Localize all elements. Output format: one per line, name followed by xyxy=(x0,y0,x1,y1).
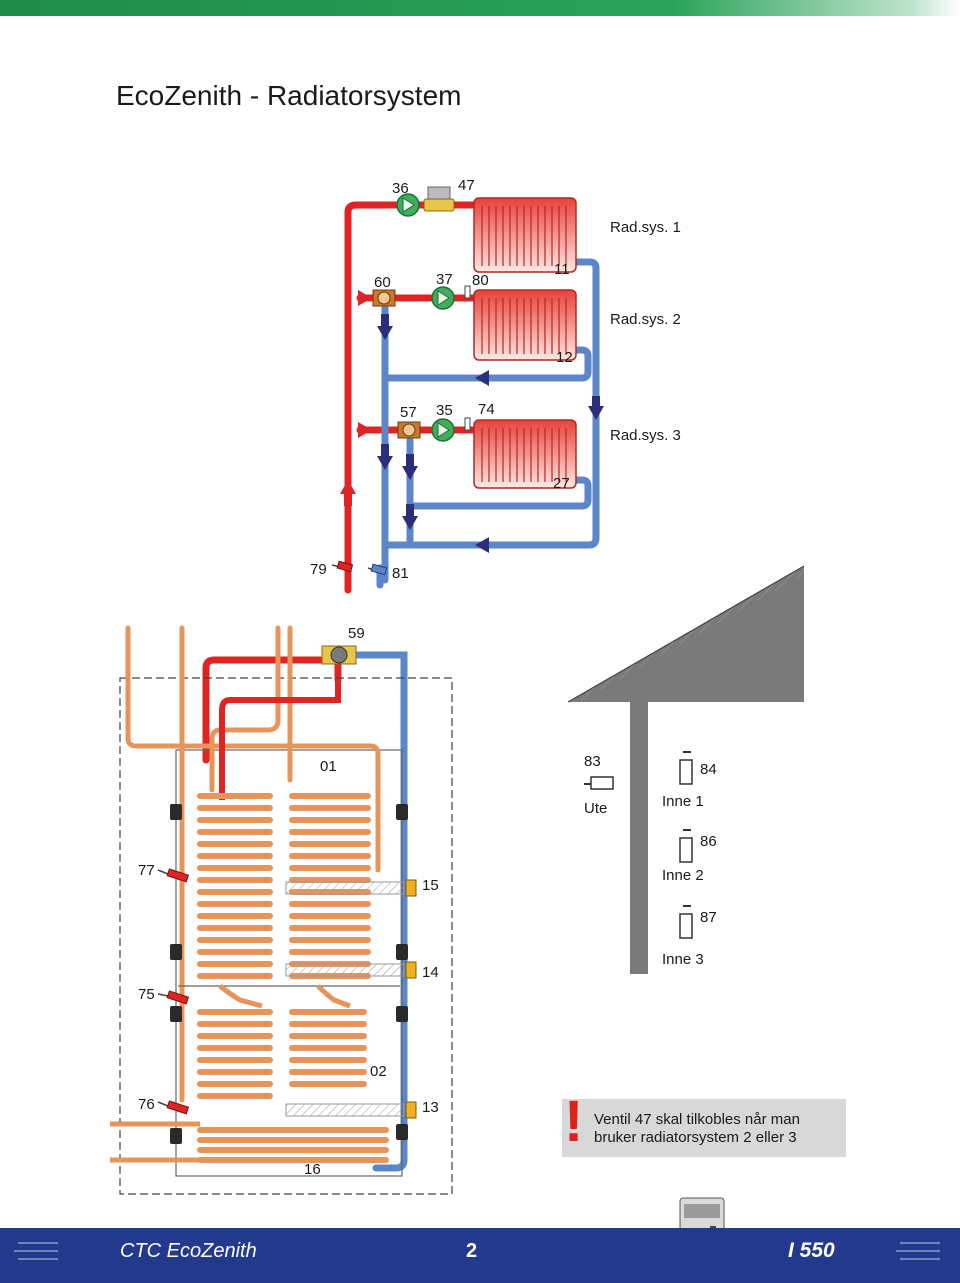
tank-outline xyxy=(119,677,453,1195)
label-74: 74 xyxy=(478,401,495,418)
sensor-75 xyxy=(157,990,190,1005)
sensor-77 xyxy=(157,868,190,883)
sensor-76 xyxy=(157,1100,190,1115)
label-81: 81 xyxy=(392,565,409,582)
valve-47 xyxy=(423,186,455,212)
label-86: 86 xyxy=(700,833,717,850)
footer-stripe xyxy=(14,1250,58,1252)
radiator-3 xyxy=(473,419,577,489)
valve-note-line-1: Ventil 47 skal tilkobles når man xyxy=(594,1111,800,1128)
house-roof xyxy=(567,565,805,704)
room-sensor-87 xyxy=(679,913,693,939)
label-35: 35 xyxy=(436,402,453,419)
sensor-74 xyxy=(464,417,471,431)
coil-bottom xyxy=(197,1127,389,1163)
radiator-2 xyxy=(473,289,577,361)
pump-35 xyxy=(431,418,455,442)
label-37: 37 xyxy=(436,271,453,288)
radiator-1 xyxy=(473,197,577,273)
label-80: 80 xyxy=(472,272,489,289)
label-79: 79 xyxy=(310,561,327,578)
top-accent-bar xyxy=(0,0,960,16)
warning-exclamation-icon: ! xyxy=(564,1089,584,1154)
coil-transitions xyxy=(218,984,351,1009)
sensor-80 xyxy=(464,285,471,299)
label-12: 12 xyxy=(556,349,573,366)
footer-stripe xyxy=(896,1250,940,1252)
label-radsys3: Rad.sys. 3 xyxy=(610,427,681,444)
bottom-coil-connections xyxy=(110,1121,200,1163)
page-title: EcoZenith - Radiatorsystem xyxy=(116,80,462,111)
coil-lower-left xyxy=(197,1009,273,1099)
supply-into-tank xyxy=(219,680,341,800)
sensor-79 xyxy=(331,560,354,573)
outdoor-sensor-83 xyxy=(584,776,614,790)
footer-model-name: CTC EcoZenith xyxy=(120,1240,257,1262)
house-wall xyxy=(630,702,648,974)
label-36: 36 xyxy=(392,180,409,197)
mixing-valve-60 xyxy=(372,289,396,307)
diagram-labels: 36 47 Rad.sys. 1 60 37 80 11 Rad.sys. 2 … xyxy=(138,177,717,1178)
label-15: 15 xyxy=(422,877,439,894)
label-27: 27 xyxy=(553,475,570,492)
label-60: 60 xyxy=(374,274,391,291)
label-14: 14 xyxy=(422,964,439,981)
footer-stripe xyxy=(900,1242,940,1244)
label-radsys1: Rad.sys. 1 xyxy=(610,219,681,236)
label-02: 02 xyxy=(370,1063,387,1080)
label-83: 83 xyxy=(584,753,601,770)
valve-note-text: Ventil 47 skal tilkobles når man bruker … xyxy=(594,1111,800,1147)
immersion-heater-15 xyxy=(285,881,405,895)
label-77: 77 xyxy=(138,862,155,879)
room-sensor-86 xyxy=(679,837,693,863)
label-13: 13 xyxy=(422,1099,439,1116)
immersion-heater-14 xyxy=(285,963,405,977)
label-75: 75 xyxy=(138,986,155,1003)
label-76: 76 xyxy=(138,1096,155,1113)
label-11: 11 xyxy=(554,261,570,278)
pump-37 xyxy=(431,286,455,310)
coil-lower-right xyxy=(289,1009,367,1087)
supply-pipes xyxy=(202,201,478,764)
label-16: 16 xyxy=(304,1161,321,1178)
coil-connection-pipes xyxy=(125,625,381,1103)
label-inne3: Inne 3 xyxy=(662,951,704,968)
shunt-valve-59 xyxy=(321,645,357,665)
label-59: 59 xyxy=(348,625,365,642)
footer-doc-code: I 550 xyxy=(788,1239,835,1262)
tank-connection-stubs xyxy=(170,804,408,1144)
valve-note-line-2: bruker radiatorsystem 2 eller 3 xyxy=(594,1129,797,1146)
coil-upper-left xyxy=(197,793,273,979)
pump-36 xyxy=(396,193,420,217)
label-87: 87 xyxy=(700,909,717,926)
flow-arrows xyxy=(340,290,604,553)
footer-stripe xyxy=(900,1258,940,1260)
heater-terminals xyxy=(405,879,417,1119)
label-57: 57 xyxy=(400,404,417,421)
valve-note-box: ! Ventil 47 skal tilkobles når man bruke… xyxy=(562,1093,846,1157)
footer-page-number: 2 xyxy=(466,1240,478,1262)
footer-stripe xyxy=(18,1258,58,1260)
label-47: 47 xyxy=(458,177,475,194)
footer-stripe xyxy=(18,1242,58,1244)
footer-bar: CTC EcoZenith 2 I 550 xyxy=(0,1228,960,1283)
label-inne1: Inne 1 xyxy=(662,793,704,810)
sensor-81 xyxy=(367,563,388,576)
label-inne2: Inne 2 xyxy=(662,867,704,884)
mixing-valve-57 xyxy=(397,421,421,439)
label-ute: Ute xyxy=(584,800,607,817)
label-01: 01 xyxy=(320,758,337,775)
room-sensor-84 xyxy=(679,759,693,785)
label-84: 84 xyxy=(700,761,717,778)
return-pipes xyxy=(352,258,600,1172)
label-radsys2: Rad.sys. 2 xyxy=(610,311,681,328)
immersion-heater-13 xyxy=(285,1103,405,1117)
